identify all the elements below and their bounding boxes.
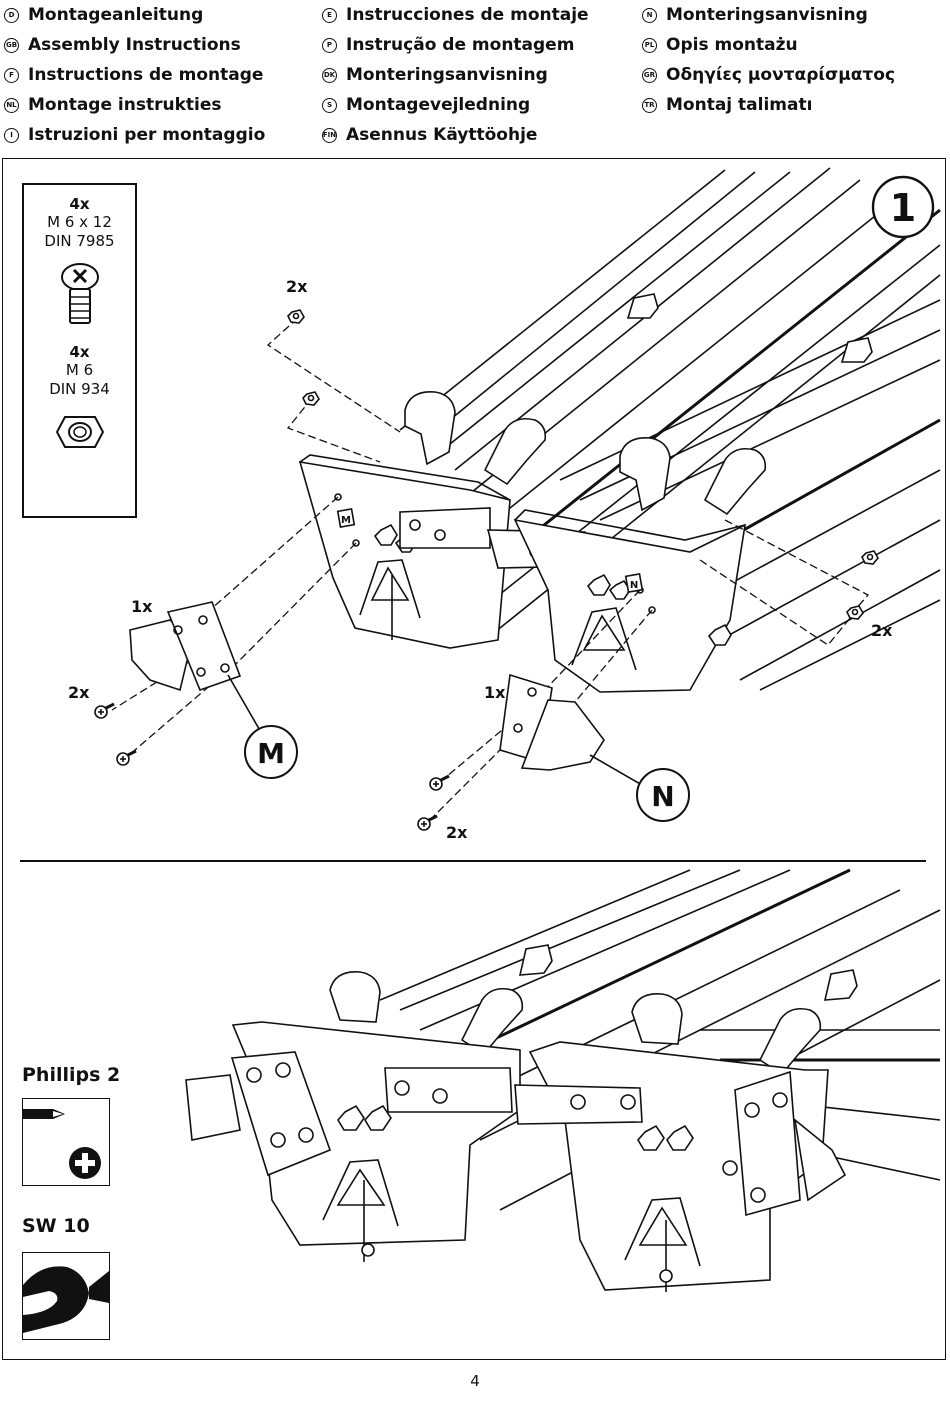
bracket-m-qty: 1x: [131, 597, 153, 616]
language-title: Opis montażu: [666, 35, 798, 55]
language-entry: NL Montage instrukties: [4, 90, 265, 120]
part-standard: DIN 934: [49, 380, 110, 398]
part-screw: 4x M 6 x 12 DIN 7985: [24, 195, 135, 333]
part-spec: M 6 x 12: [47, 213, 112, 231]
label-m: M: [257, 737, 285, 770]
language-title: Asennus Käyttöohje: [346, 125, 538, 145]
language-title: Instrucciones de montaje: [346, 5, 589, 25]
diagram-frame: [2, 158, 946, 1360]
language-code-badge: FIN: [322, 127, 337, 143]
screw-icon: [60, 263, 99, 324]
language-code-badge: GR: [642, 67, 657, 83]
part-qty: 4x: [69, 195, 90, 213]
language-title: Montage instrukties: [28, 95, 222, 115]
language-code-badge: GB: [4, 37, 19, 53]
language-code-badge: E: [322, 7, 337, 23]
part-spec: M 6: [65, 361, 94, 379]
part-nut: 4x M 6 DIN 934: [24, 343, 135, 459]
language-entry: TR Montaj talimatı: [642, 90, 895, 120]
language-column-2: E Instrucciones de montaje P Instrução de …: [322, 0, 589, 150]
mounting-plate-right: [513, 509, 747, 693]
language-entry: GR Οδηγίες μονταρίσματος: [642, 60, 895, 90]
step-number: 1: [890, 186, 916, 230]
language-title: Assembly Instructions: [28, 35, 241, 55]
language-entry: E Instrucciones de montaje: [322, 0, 589, 30]
language-code-badge: PL: [642, 37, 657, 53]
page-number: 4: [470, 1372, 480, 1390]
language-title: Instrução de montagem: [346, 35, 575, 55]
part-qty: 4x: [69, 343, 90, 361]
nut-top-2: [302, 391, 320, 406]
language-column-1: D Montageanleitung GB Assembly Instruction…: [4, 0, 265, 150]
mounting-plate-left: [298, 454, 511, 649]
screw-n-1: [429, 774, 450, 791]
language-entry: GB Assembly Instructions: [4, 30, 265, 60]
tool-box-wrench: [22, 1252, 110, 1340]
nut-icon: [55, 416, 104, 448]
screws-n-qty: 2x: [446, 823, 468, 842]
language-title: Monteringsanvisning: [666, 5, 868, 25]
section-divider: [20, 860, 926, 862]
language-entry: DK Monteringsanvisning: [322, 60, 589, 90]
plate-letter-n: N: [630, 580, 638, 591]
screws-m-qty: 2x: [68, 683, 90, 702]
tool-box-phillips: [22, 1098, 110, 1186]
end-bracket-m: [129, 601, 263, 735]
language-entry: I Istruzioni per montaggio: [4, 120, 265, 150]
language-code-badge: N: [642, 7, 657, 23]
language-entry: P Instrução de montagem: [322, 30, 589, 60]
screw-m-1: [94, 702, 115, 719]
nuts-right-qty: 2x: [871, 621, 893, 640]
phillips-screwdriver-icon: [23, 1109, 101, 1179]
language-code-badge: P: [322, 37, 337, 53]
language-entry: S Montagevejledning: [322, 90, 589, 120]
end-bracket-n: [499, 673, 643, 786]
language-title: Istruzioni per montaggio: [28, 125, 266, 145]
nut-right-1: [861, 550, 879, 565]
language-entry: FIN Asennus Käyttöohje: [322, 120, 589, 150]
language-title: Montageanleitung: [28, 5, 204, 25]
parts-list: 4x M 6 x 12 DIN 7985 4x M 6 DIN 934: [22, 183, 137, 518]
language-entry: N Monteringsanvisning: [642, 0, 895, 30]
part-standard: DIN 7985: [44, 232, 115, 250]
language-title: Montagevejledning: [346, 95, 531, 115]
language-title: Instructions de montage: [28, 65, 264, 85]
plate-letter-m: M: [341, 515, 351, 526]
language-entry: D Montageanleitung: [4, 0, 265, 30]
label-n: N: [651, 780, 674, 813]
language-code-badge: F: [4, 67, 19, 83]
language-code-badge: S: [322, 97, 337, 113]
assembled-bracket-n: [722, 1070, 847, 1217]
nut-right-2: [846, 605, 864, 620]
screw-m-2: [116, 749, 137, 766]
assembled-bracket-m: [185, 1051, 332, 1177]
nuts-left-qty: 2x: [286, 277, 308, 296]
language-code-badge: DK: [322, 67, 337, 83]
language-code-badge: D: [4, 7, 19, 23]
language-title: Monteringsanvisning: [346, 65, 548, 85]
language-title: Οδηγίες μονταρίσματος: [666, 65, 896, 85]
language-code-badge: TR: [642, 97, 657, 113]
language-code-badge: NL: [4, 97, 19, 113]
wrench-icon: [23, 1266, 109, 1333]
screw-n-2: [417, 814, 438, 831]
language-code-badge: I: [4, 127, 19, 143]
language-entry: F Instructions de montage: [4, 60, 265, 90]
language-title: Montaj talimatı: [666, 95, 813, 115]
tool-label-wrench: SW 10: [22, 1215, 90, 1237]
bracket-n-qty: 1x: [484, 683, 506, 702]
nut-top-1: [287, 309, 305, 324]
language-column-3: N Monteringsanvisning PL Opis montażu GR Οδ…: [642, 0, 895, 120]
language-entry: PL Opis montażu: [642, 30, 895, 60]
tool-label-phillips: Phillips 2: [22, 1064, 121, 1086]
